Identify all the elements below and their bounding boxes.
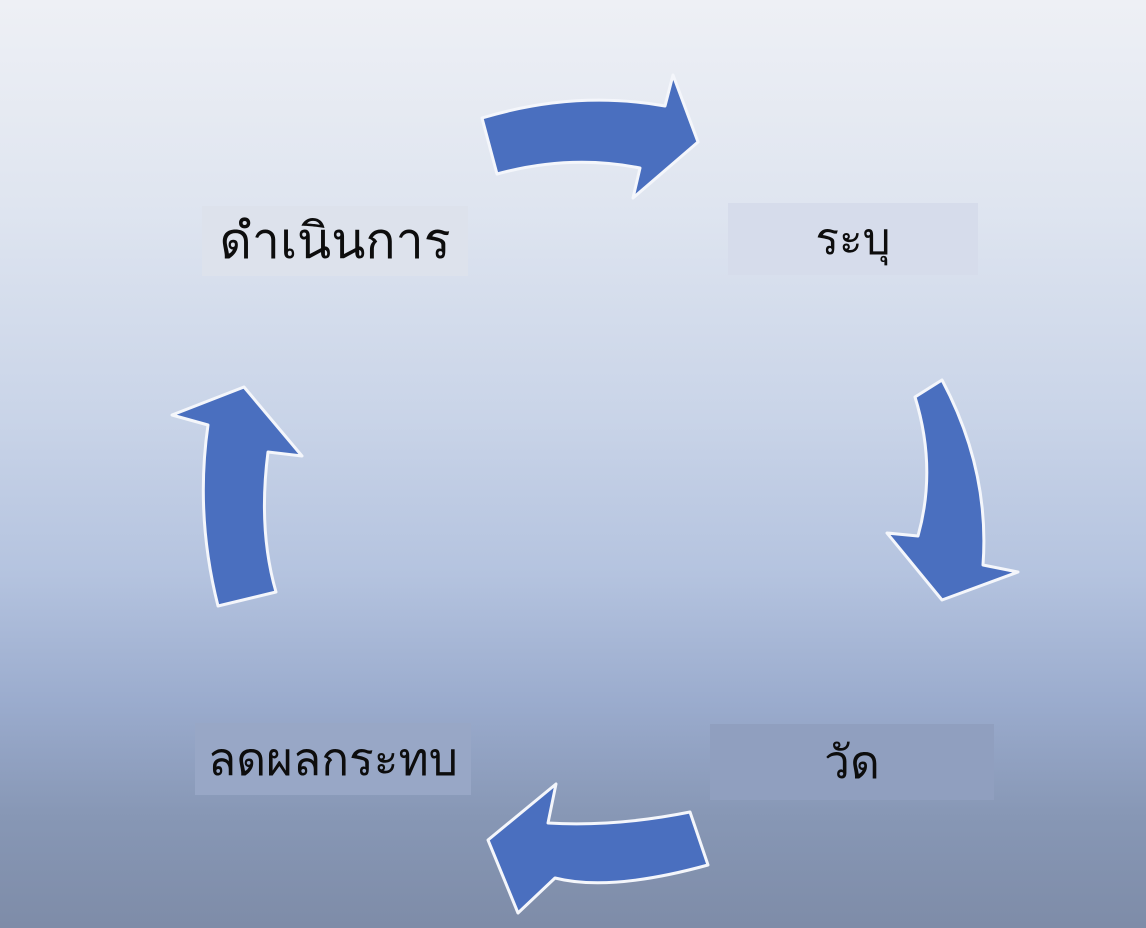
arrow-identify-to-measure xyxy=(885,378,1020,602)
step-act-label: ดำเนินการ xyxy=(202,206,468,276)
arrow-act-to-identify xyxy=(480,73,700,200)
arrow-reduce-to-act xyxy=(170,385,304,608)
step-reduce-label: ลดผลกระทบ xyxy=(195,723,471,795)
step-identify-label: ระบุ xyxy=(728,203,978,275)
step-measure-label: วัด xyxy=(710,724,994,800)
arrow-measure-to-reduce xyxy=(486,782,710,915)
